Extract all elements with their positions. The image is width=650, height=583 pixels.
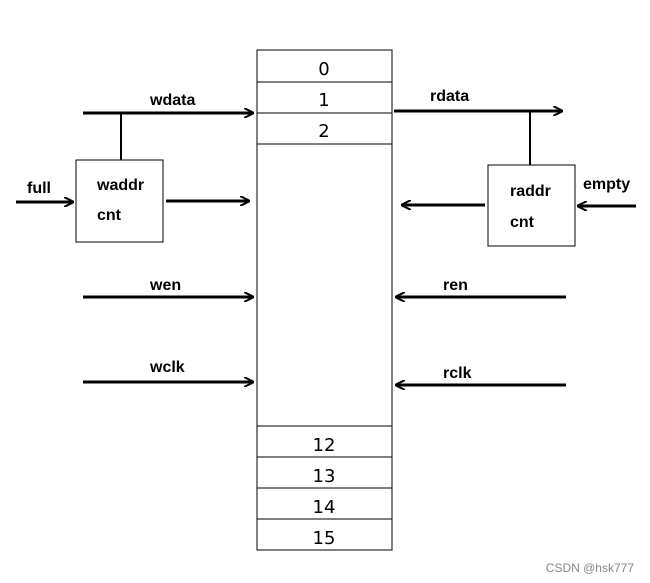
memory-cell-2: 2 (318, 121, 329, 142)
wen-label: wen (149, 277, 181, 294)
rclk-label: rclk (443, 365, 472, 382)
ren-label: ren (443, 277, 468, 294)
raddr-label: raddr (510, 183, 551, 200)
waddr-label: waddr (96, 177, 144, 194)
full-label: full (27, 180, 51, 197)
watermark: CSDN @hsk777 (546, 561, 635, 575)
read-side: rdata raddr cnt empty ren rclk (394, 88, 636, 385)
memory-cell-13: 13 (313, 466, 336, 487)
raddr-cnt-block (487, 164, 576, 247)
memory-cell-1: 1 (318, 90, 329, 111)
raddr-cnt-label: cnt (510, 214, 535, 231)
memory-array: 0 1 2 12 13 14 15 (256, 49, 393, 551)
memory-cell-0: 0 (318, 59, 329, 80)
wdata-label: wdata (149, 92, 195, 109)
memory-cell-15: 15 (313, 528, 336, 549)
memory-cell-14: 14 (313, 497, 336, 518)
wclk-label: wclk (149, 359, 185, 376)
waddr-cnt-label: cnt (97, 207, 122, 224)
waddr-cnt-block (75, 159, 164, 243)
empty-label: empty (583, 176, 630, 193)
write-side: wdata waddr cnt full wen wclk (16, 92, 253, 382)
memory-cell-12: 12 (313, 435, 336, 456)
rdata-label: rdata (430, 88, 469, 105)
